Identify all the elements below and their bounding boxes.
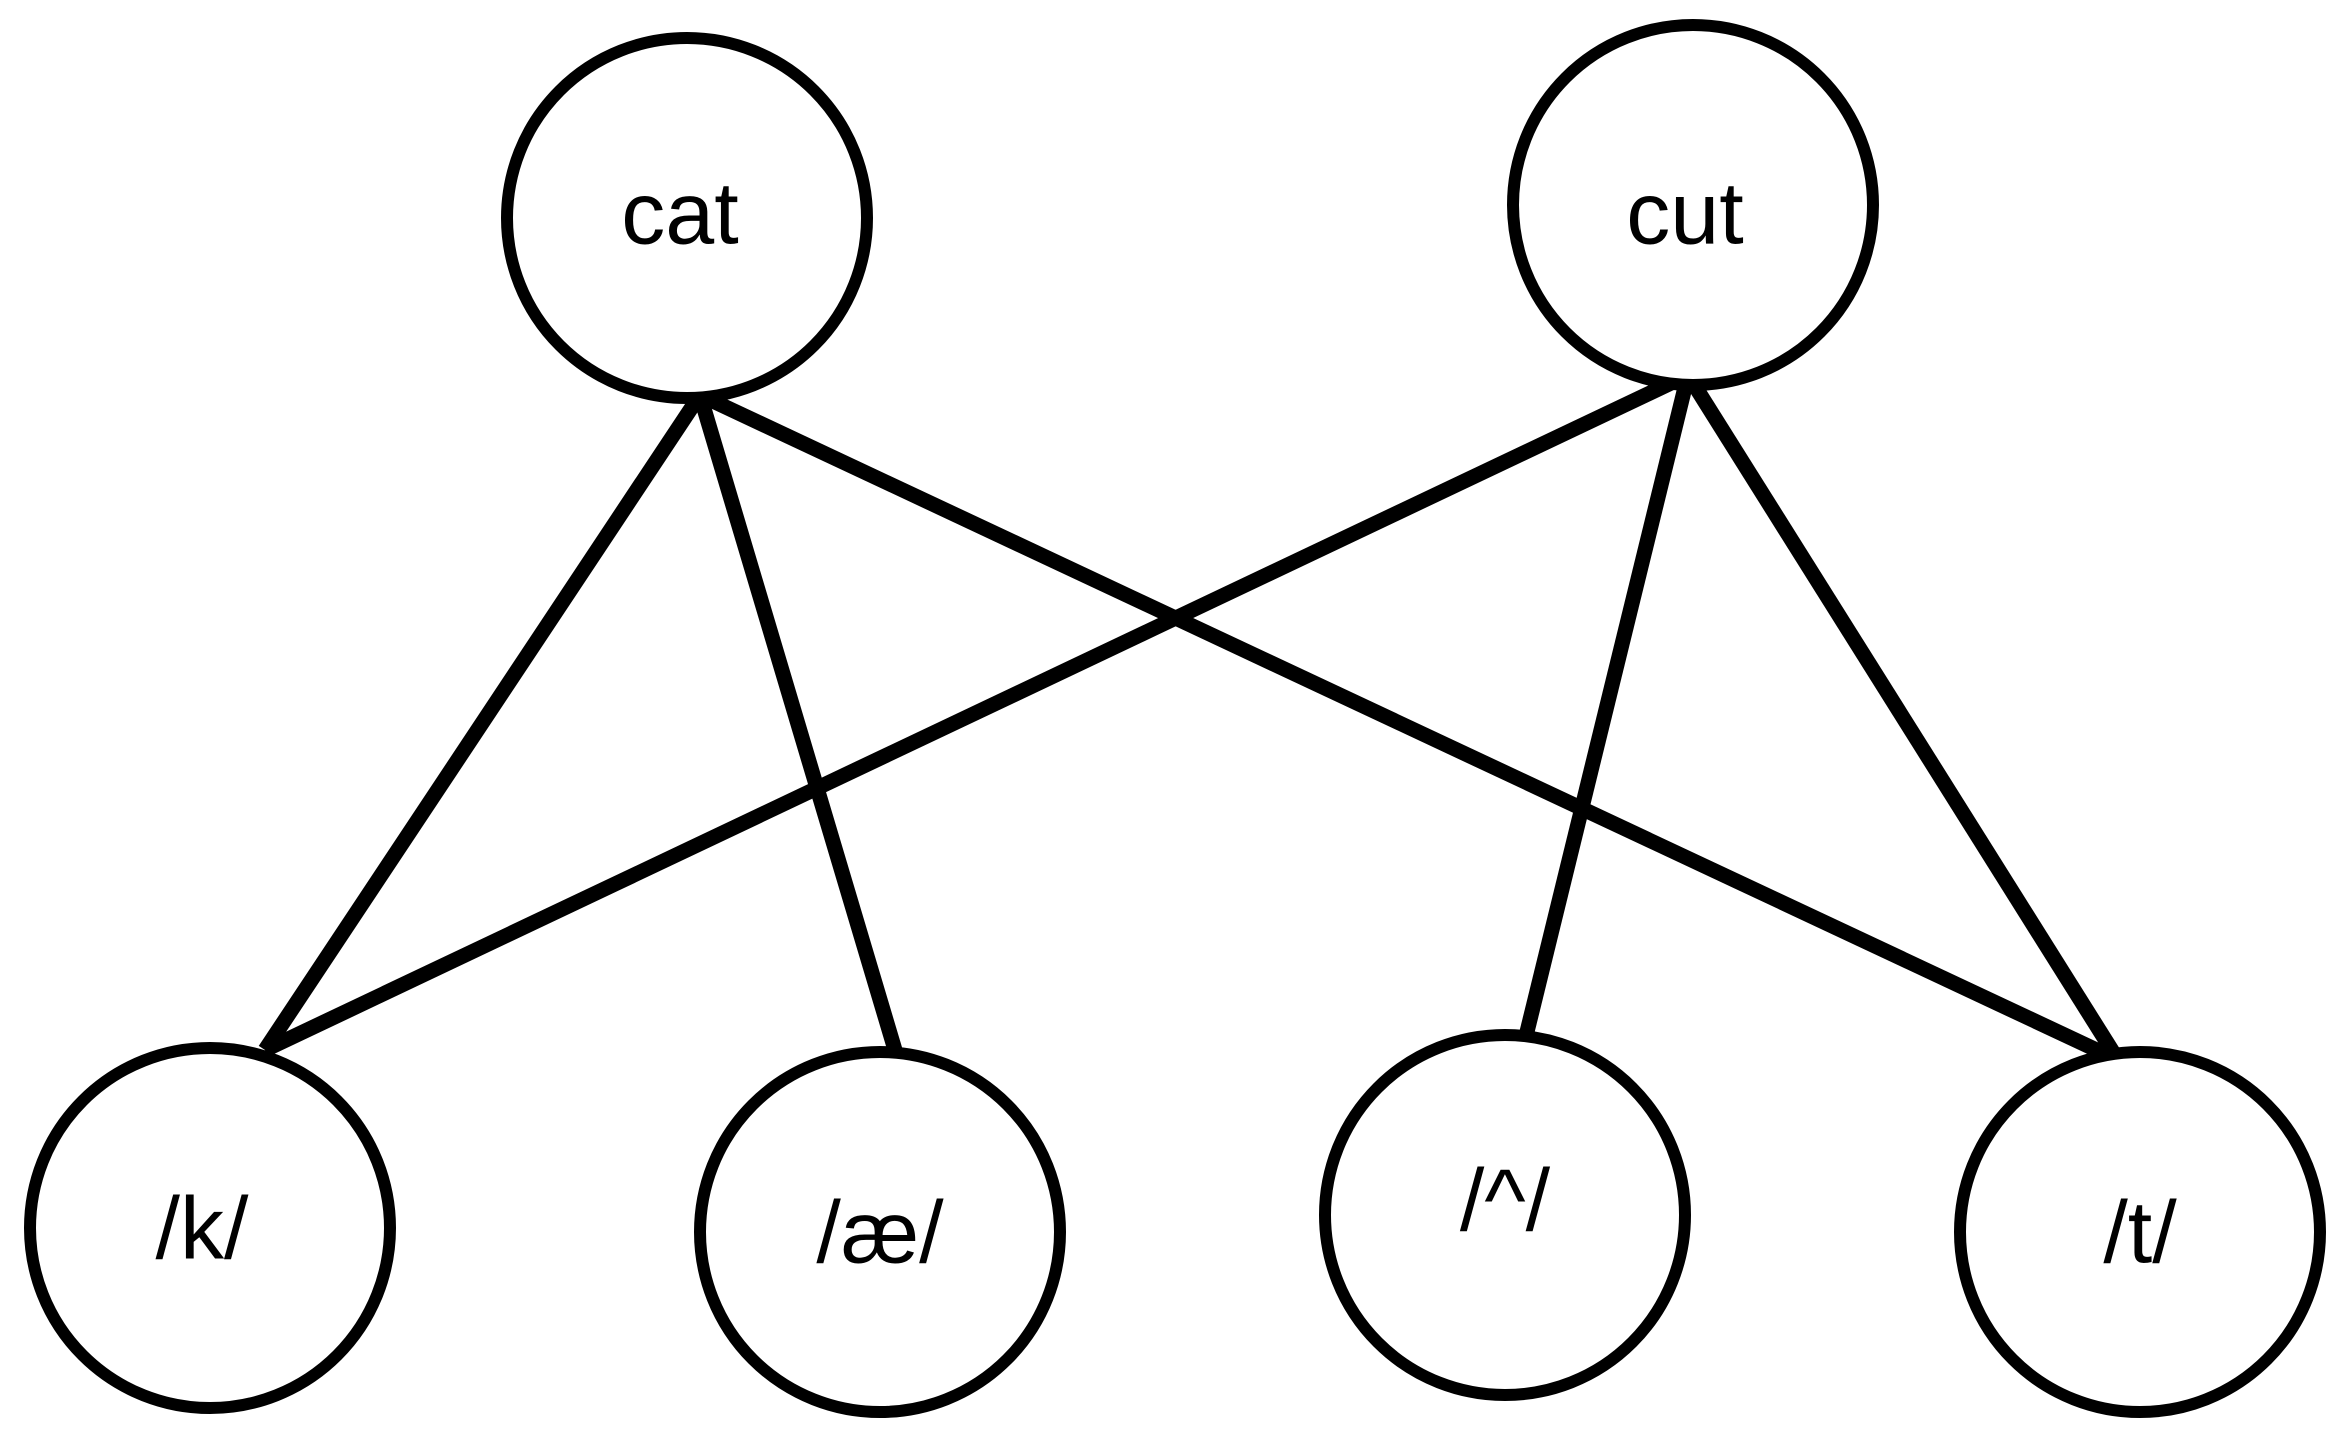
node-circle-t (1954, 1046, 2326, 1418)
phoneme-node-k: /k/ (24, 1042, 396, 1414)
phoneme-node-ae: /æ/ (694, 1046, 1066, 1418)
edge-cut-k (261, 368, 1692, 1057)
node-label-k: /k/ (156, 1179, 249, 1278)
edge-cat-ae (692, 392, 903, 1053)
node-circle-cat (501, 32, 873, 404)
edge-cut-t (1681, 371, 2125, 1064)
node-circle-uh (1319, 1029, 1691, 1401)
word-node-cut: cut (1507, 19, 1879, 391)
node-circle-cut (1507, 19, 1879, 391)
node-label-t: /t/ (2103, 1183, 2177, 1282)
node-circle-k (24, 1042, 396, 1414)
edge-cat-t (696, 388, 2122, 1067)
node-label-ae: /æ/ (816, 1183, 944, 1282)
node-layer: cat cut /k/ /æ/ /^/ /t/ (24, 19, 2326, 1418)
edge-cut-uh (1517, 373, 1696, 1042)
node-circle-ae (694, 1046, 1066, 1418)
word-node-cat: cat (501, 32, 873, 404)
phoneme-node-t: /t/ (1954, 1046, 2326, 1418)
node-label-cut: cut (1626, 164, 1743, 263)
edge-layer (258, 368, 2125, 1067)
phoneme-node-uh: /^/ (1319, 1029, 1691, 1401)
node-label-cat: cat (621, 164, 738, 263)
node-label-uh: /^/ (1460, 1151, 1551, 1250)
edge-cat-k (258, 390, 707, 1055)
